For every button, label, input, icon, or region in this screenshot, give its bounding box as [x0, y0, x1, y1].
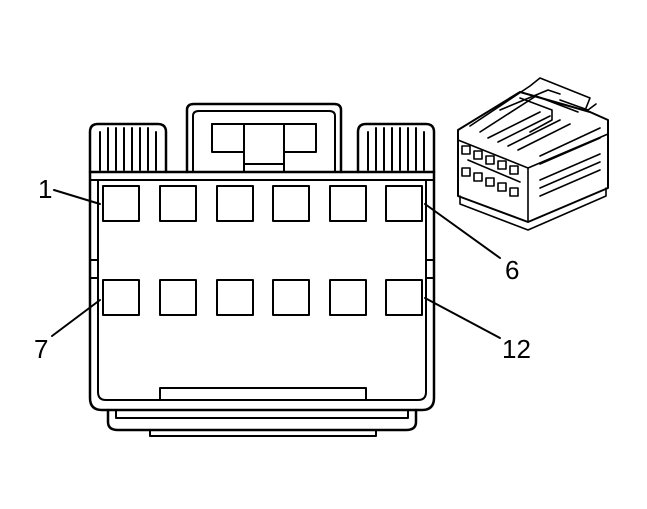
iso-cavity	[473, 150, 483, 160]
leader-line-7	[51, 299, 101, 337]
cavity-1	[102, 185, 140, 222]
cavity-5	[329, 185, 367, 222]
connector-face-view	[88, 102, 436, 437]
iso-cavity	[473, 172, 483, 182]
cavity-7	[102, 279, 140, 316]
cavity-6	[385, 185, 423, 222]
leader-line-12	[424, 297, 501, 339]
iso-cavity	[509, 165, 519, 175]
cavity-row-top	[102, 185, 423, 222]
cavity-9	[216, 279, 254, 316]
cavity-row-bottom	[102, 279, 423, 316]
cavity-4	[272, 185, 310, 222]
leader-lines	[51, 189, 501, 339]
iso-cavity	[509, 187, 519, 197]
iso-cavity	[497, 160, 507, 170]
cavity-12	[385, 279, 423, 316]
iso-cavity	[497, 182, 507, 192]
iso-cavity	[485, 155, 495, 165]
left-rib-block	[88, 122, 168, 174]
iso-cavity	[461, 167, 471, 177]
callout-pin-7: 7	[34, 334, 48, 364]
cavity-3	[216, 185, 254, 222]
lock-tab	[185, 102, 343, 174]
cavity-8	[159, 279, 197, 316]
leader-line-6	[424, 203, 501, 259]
right-rib-block	[356, 122, 436, 174]
iso-cavity	[485, 177, 495, 187]
connector-isometric-view	[457, 77, 609, 231]
connector-housing	[88, 170, 436, 437]
callout-pin-1: 1	[38, 174, 52, 204]
cavity-2	[159, 185, 197, 222]
callout-pin-6: 6	[505, 255, 519, 285]
callout-pin-12: 12	[502, 334, 531, 364]
cavity-10	[272, 279, 310, 316]
cavity-11	[329, 279, 367, 316]
iso-cavity	[461, 145, 471, 155]
leader-line-1	[53, 189, 101, 205]
